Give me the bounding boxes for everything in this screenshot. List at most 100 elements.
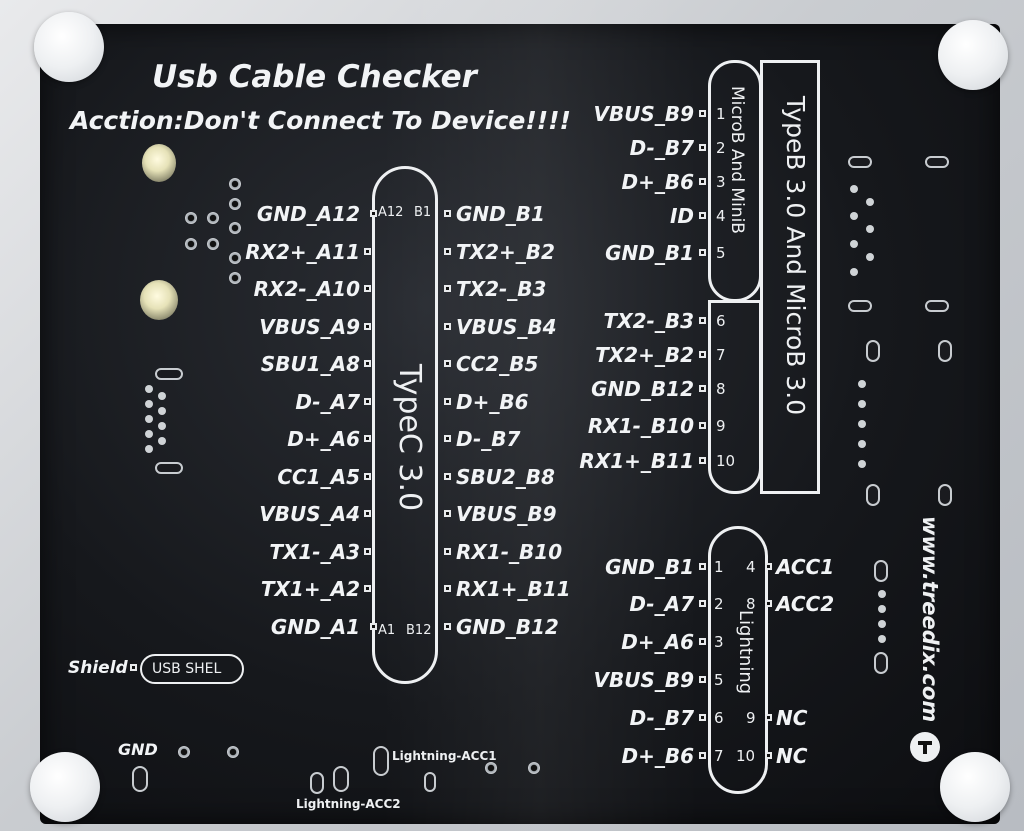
connector-pin bbox=[145, 415, 153, 423]
connector-pin bbox=[858, 400, 866, 408]
right-slot bbox=[925, 300, 949, 312]
microb-pin-number: 9 bbox=[716, 417, 726, 435]
connector-pin bbox=[850, 240, 858, 248]
corner-spacer bbox=[940, 752, 1010, 822]
typec-right-pin-pad bbox=[444, 210, 451, 217]
via bbox=[485, 762, 497, 774]
typec-left-pin-label: VBUS_A4 bbox=[259, 502, 360, 526]
typec-left-pin-label: D+_A6 bbox=[287, 427, 360, 451]
typec-pad-b1: B1 bbox=[414, 205, 432, 220]
lightning-outline bbox=[708, 526, 768, 794]
typec-right-pin-label: TX2+_B2 bbox=[456, 239, 555, 264]
typec-left-pin-pad bbox=[364, 510, 371, 517]
microb-pin-pad bbox=[699, 178, 706, 185]
connector-pin bbox=[858, 460, 866, 468]
lightning-left-pin-number: 7 bbox=[714, 747, 724, 765]
gnd-label: GND bbox=[118, 740, 158, 759]
via bbox=[207, 212, 219, 224]
lightning-right-pin-label: NC bbox=[776, 744, 808, 768]
typec-right-pin-pad bbox=[444, 247, 451, 255]
typec-right-pin-pad bbox=[444, 360, 451, 367]
gnd-slot bbox=[132, 766, 148, 792]
typec-left-pin-label: RX2+_A11 bbox=[245, 239, 360, 264]
connector-pin bbox=[850, 268, 858, 276]
microb-pin-pad bbox=[699, 212, 706, 219]
typec-right-pin-label: D-_B7 bbox=[456, 427, 521, 451]
led-top bbox=[142, 144, 176, 182]
via bbox=[185, 212, 197, 224]
via bbox=[229, 178, 241, 190]
connector-pin bbox=[878, 620, 886, 628]
connector-pin bbox=[878, 605, 886, 613]
typec-right-pin-pad bbox=[444, 622, 451, 630]
connector-pin bbox=[866, 225, 874, 233]
typec-right-pin-pad bbox=[444, 322, 451, 330]
typec-left-pin-label: TX1+_A2 bbox=[260, 577, 360, 601]
lightning-right-pin-number: 10 bbox=[736, 747, 756, 765]
lightning-acc2-label: Lightning-ACC2 bbox=[296, 797, 401, 811]
lightning-right-pin-pad bbox=[765, 752, 772, 759]
lightning-left-pin-pad bbox=[699, 600, 706, 607]
via bbox=[178, 746, 190, 758]
typec-right-pin-label: TX2-_B3 bbox=[456, 277, 547, 301]
microb-pin-pad bbox=[699, 317, 706, 324]
right-slot bbox=[874, 652, 888, 674]
microb-pin-label: RX1-_B10 bbox=[587, 414, 694, 438]
typec-left-pin-pad bbox=[364, 285, 371, 292]
lightning-left-pin-pad bbox=[699, 638, 706, 645]
microb-pin-number: 3 bbox=[716, 173, 726, 191]
via bbox=[528, 762, 540, 774]
corner-spacer bbox=[30, 752, 100, 822]
microb-pin-number: 7 bbox=[716, 346, 726, 364]
typec-right-pin-label: CC2_B5 bbox=[456, 352, 539, 376]
microb-pin-label: D+_B6 bbox=[621, 170, 694, 194]
microb-pin-pad bbox=[699, 385, 706, 392]
acc-slot bbox=[333, 766, 349, 792]
typec-right-pin-pad bbox=[444, 435, 451, 442]
lightning-acc1-label: Lightning-ACC1 bbox=[392, 749, 497, 763]
connector-pin bbox=[858, 440, 866, 448]
typec-pad-a12: A12 bbox=[378, 205, 404, 220]
typec-left-pin-label: SBU1_A8 bbox=[260, 352, 360, 376]
board-title: Usb Cable Checker bbox=[152, 59, 477, 95]
microb-pin-label: ID bbox=[669, 204, 694, 228]
acc2-slot bbox=[310, 772, 324, 794]
left-connector-slot-top bbox=[155, 368, 183, 380]
right-slot bbox=[938, 340, 952, 362]
microb-pin-number: 6 bbox=[716, 312, 726, 330]
lightning-left-pin-label: D-_A7 bbox=[629, 592, 694, 616]
connector-pin bbox=[878, 635, 886, 643]
led-bottom bbox=[140, 280, 178, 320]
right-slot bbox=[848, 300, 872, 312]
microb-pin-pad bbox=[699, 249, 706, 256]
typec-pad-a1: A1 bbox=[378, 623, 396, 638]
typec-right-pin-label: GND_B1 bbox=[456, 202, 545, 226]
right-slot bbox=[866, 340, 880, 362]
board-warning: Acction:Don't Connect To Device!!!! bbox=[70, 106, 571, 135]
typec-right-pin-pad bbox=[444, 585, 451, 592]
lightning-left-pin-label: D+_B6 bbox=[621, 744, 694, 768]
via bbox=[229, 252, 241, 264]
via bbox=[229, 198, 241, 210]
microb-pin-number: 2 bbox=[716, 139, 726, 157]
typec-right-pin-label: GND_B12 bbox=[456, 614, 559, 639]
lightning-right-pin-label: NC bbox=[776, 706, 808, 730]
microb-pin-pad bbox=[699, 457, 706, 464]
typec-right-pin-label: VBUS_B4 bbox=[456, 314, 557, 339]
typec-left-pin-pad bbox=[364, 435, 371, 442]
typec-outline bbox=[372, 166, 438, 684]
lightning-left-pin-label: GND_B1 bbox=[605, 555, 694, 579]
typec-right-pin-pad bbox=[444, 285, 451, 292]
typec-left-pin-pad bbox=[364, 360, 371, 367]
acc-slot bbox=[424, 772, 436, 792]
typeb-name: TypeB 3.0 And MicroB 3.0 bbox=[781, 96, 810, 416]
via bbox=[207, 238, 219, 250]
lightning-right-pin-pad bbox=[765, 563, 772, 570]
microb-pin-pad bbox=[699, 110, 706, 117]
typec-right-pin-label: SBU2_B8 bbox=[456, 464, 555, 489]
typec-left-pin-label: GND_A1 bbox=[270, 614, 360, 639]
typec-left-pin-label: RX2-_A10 bbox=[253, 277, 360, 301]
acc1-slot bbox=[373, 746, 389, 776]
treedix-logo-icon bbox=[910, 732, 940, 762]
typec-right-pin-label: RX1-_B10 bbox=[456, 539, 563, 564]
